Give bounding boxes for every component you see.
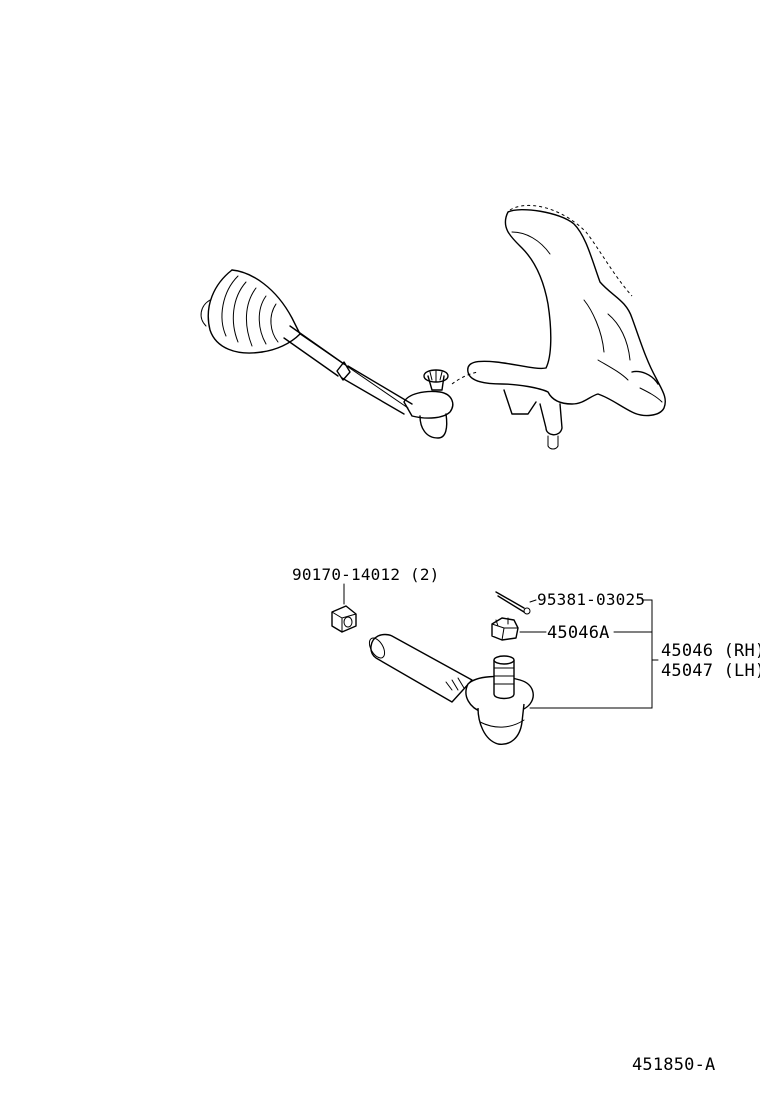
inner-tie-rod	[283, 325, 413, 415]
connection-line	[451, 371, 479, 385]
part-label-nut: 90170-14012 (2)	[292, 565, 440, 584]
rack-boot	[200, 269, 301, 354]
cotter-pin-illustration	[495, 591, 531, 615]
part-label-castle-nut: 45046A	[547, 623, 610, 643]
tie-rod-end-illustration	[368, 633, 534, 745]
part-label-tie-rod-end-rh: 45046 (RH)	[661, 641, 760, 661]
tie-rod-end-assembled	[403, 369, 454, 439]
part-label-tie-rod-end-lh: 45047 (LH)	[661, 661, 760, 681]
part-label-cotter-pin: 95381-03025	[537, 590, 645, 609]
upper-assembly-illustration	[200, 204, 666, 450]
leader-pin	[529, 599, 537, 603]
lock-nut-illustration	[331, 605, 357, 633]
assembly-bracket	[529, 599, 659, 709]
steering-knuckle	[467, 209, 666, 450]
figure-code: 451850-A	[632, 1055, 715, 1075]
castle-nut-illustration	[491, 617, 519, 641]
